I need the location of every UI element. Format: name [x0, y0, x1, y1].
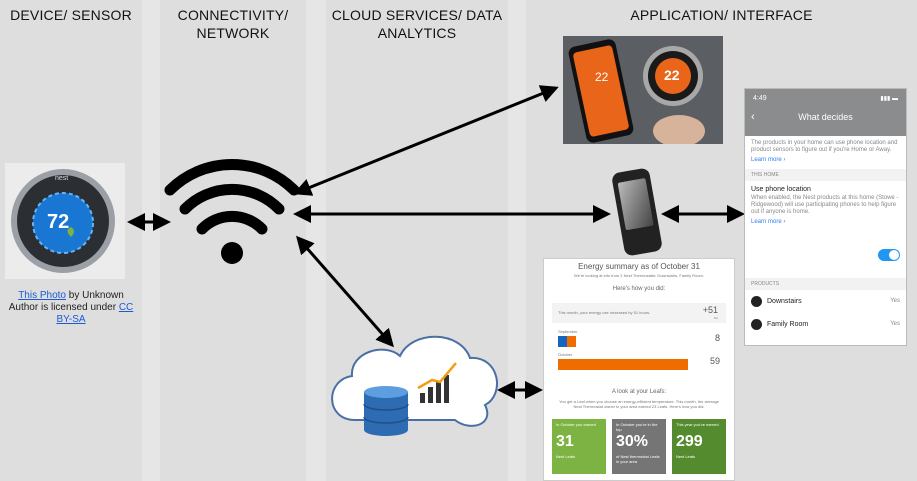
leaf-tile-caption: In October you're in the top	[616, 422, 658, 432]
status-icons: ▮▮▮ ▬	[880, 96, 898, 102]
this-photo-link[interactable]: This Photo	[18, 290, 66, 301]
app-photo-graphic	[563, 36, 723, 144]
cloud-icon	[331, 335, 498, 427]
setting-title: Use phone location	[751, 186, 811, 193]
heading-device: DEVICE/ SENSOR	[10, 7, 132, 23]
leaf-tile: In October you earned 31 Nest Leafs	[552, 419, 606, 474]
thermostat-temperature: 72	[47, 211, 70, 233]
products-header: PRODUCTS	[745, 278, 906, 290]
back-icon[interactable]: ‹	[751, 111, 755, 123]
heading-connectivity: CONNECTIVITY/ NETWORK	[160, 6, 306, 42]
oct-bar	[558, 359, 688, 370]
energy-increase-value: +51	[702, 305, 718, 315]
toggle-knob	[889, 250, 899, 260]
energy-subtitle: We're looking at info from 2 Nest Thermo…	[574, 273, 704, 278]
leaf-tile-label: of Nest thermostat Leafs in your area	[616, 454, 660, 464]
energy-increase-box: This month, your energy use increased by…	[552, 303, 726, 323]
section-this-home: THIS HOME	[745, 169, 906, 181]
app-photo-phone-temp: 22	[595, 70, 609, 84]
smartphone-icon	[612, 166, 662, 256]
product-thermostat-icon	[751, 296, 762, 307]
learn-more-link-1[interactable]: Learn more ›	[751, 157, 786, 163]
database-icon	[363, 386, 409, 436]
heading-cloud-line2: ANALYTICS	[377, 25, 457, 41]
leaf-tile: This year you've earned 299 Nest Leafs	[672, 419, 726, 474]
leaf-tile-caption: In October you earned	[556, 422, 596, 427]
app-title: What decides	[798, 112, 853, 122]
product-value: Yes	[890, 321, 900, 327]
leaf-tile-caption: This year you've earned	[676, 422, 719, 427]
location-toggle[interactable]	[878, 249, 900, 261]
sept-bar	[558, 336, 576, 347]
photo-credit: This Photo by Unknown Author is licensed…	[8, 290, 134, 326]
heading-cloud: CLOUD SERVICES/ DATA ANALYTICS	[326, 6, 508, 42]
arrow-wifi-cloud	[296, 235, 394, 348]
sept-label: September	[558, 329, 578, 334]
app-header: 4:49 ▮▮▮ ▬ ‹ What decides	[745, 89, 906, 136]
status-time: 4:49	[753, 95, 767, 102]
product-value: Yes	[890, 298, 900, 304]
cc-license-link[interactable]: CC BY-SA	[56, 302, 134, 325]
leaf-tile-label: Nest Leafs	[556, 454, 576, 459]
energy-increase-unit: hrs	[713, 316, 718, 320]
energy-how: Here's how you did:	[612, 286, 666, 292]
app-photo-thermostat-temp: 22	[664, 67, 680, 83]
phone-app-screen: 4:49 ▮▮▮ ▬ ‹ What decides The products i…	[744, 88, 907, 346]
heading-application: APPLICATION/ INTERFACE	[630, 7, 813, 23]
product-thermostat-icon	[751, 319, 762, 330]
product-row[interactable]: Family Room Yes	[751, 317, 900, 333]
leaf-tile-value: 31	[556, 433, 574, 450]
leaf-tile: In October you're in the top 30% of Nest…	[612, 419, 666, 474]
energy-title: Energy summary as of October 31	[578, 262, 700, 271]
leaf-tile-value: 299	[676, 433, 703, 450]
product-name: Family Room	[767, 321, 809, 328]
app-photo: 22 22	[563, 36, 723, 144]
energy-increase-text: This month, your energy use increased by…	[558, 310, 651, 315]
heading-cloud-line1: CLOUD SERVICES/ DATA	[331, 7, 503, 23]
thermostat-brand: nest	[55, 175, 69, 182]
wifi-icon	[164, 158, 300, 264]
product-name: Downstairs	[767, 298, 802, 305]
sept-value: 8	[714, 333, 720, 343]
leaf-tile-value: 30%	[616, 433, 649, 450]
arrow-wifi-app-photo	[293, 85, 559, 196]
credit-text: by Unknown Author is licensed under	[8, 290, 124, 313]
heading-connectivity-line2: NETWORK	[196, 25, 270, 41]
analytics-chart-icon	[417, 362, 457, 403]
column-connectivity	[160, 0, 306, 481]
thermostat-photo: nest 72	[5, 163, 125, 279]
heading-connectivity-line1: CONNECTIVITY/	[177, 7, 289, 23]
leafs-title: A look at your Leafs:	[611, 389, 667, 395]
setting-description: When enabled, the Nest products at this …	[751, 195, 899, 215]
thermostat-graphic	[11, 169, 115, 273]
oct-value: 59	[709, 356, 720, 366]
app-intro: The products in your home can use phone …	[751, 140, 898, 153]
product-row[interactable]: Downstairs Yes	[751, 294, 900, 310]
learn-more-link-2[interactable]: Learn more ›	[751, 219, 786, 225]
oct-label: October	[558, 352, 573, 357]
energy-summary: Energy summary as of October 31 We're lo…	[543, 258, 735, 481]
leafs-text: You get a Leaf when you choose an energy…	[559, 399, 719, 409]
leaf-tile-label: Nest Leafs	[676, 454, 696, 459]
